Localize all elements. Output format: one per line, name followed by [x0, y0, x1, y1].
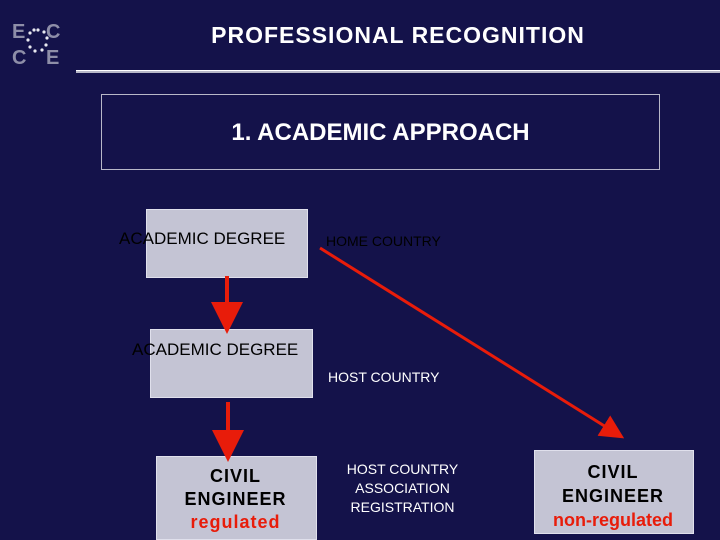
civil-left-text: CIVIL ENGINEER regulated — [156, 465, 315, 534]
page-title: PROFESSIONAL RECOGNITION — [211, 22, 585, 48]
association-line2: ASSOCIATION — [355, 480, 450, 496]
approach-title: 1. ACADEMIC APPROACH — [231, 119, 530, 146]
civil-left-status: regulated — [190, 512, 281, 532]
association-text: HOST COUNTRY ASSOCIATION REGISTRATION — [320, 460, 485, 517]
logo-icon: E C C E — [10, 18, 66, 66]
home-country-label: HOME COUNTRY — [326, 233, 441, 249]
arrow-home-to-nonregulated — [319, 246, 625, 439]
civil-right-text: CIVIL ENGINEER non-regulated — [534, 460, 692, 532]
home-degree-label: ACADEMIC DEGREE — [119, 229, 286, 248]
host-degree-box — [150, 329, 313, 398]
svg-text:C: C — [46, 21, 60, 43]
association-line1: HOST COUNTRY — [346, 461, 459, 477]
civil-right-line1: CIVIL — [587, 462, 639, 482]
svg-text:E: E — [12, 21, 25, 43]
civil-left-line2: ENGINEER — [184, 489, 287, 509]
civil-engineer-regulated-box — [156, 456, 317, 540]
approach-box: 1. ACADEMIC APPROACH — [101, 94, 660, 170]
svg-text:E: E — [46, 47, 59, 66]
civil-right-status: non-regulated — [553, 510, 673, 530]
civil-engineer-nonregulated-box — [534, 450, 694, 534]
title-divider — [76, 71, 720, 73]
svg-text:C: C — [12, 47, 26, 66]
title-bar: PROFESSIONAL RECOGNITION — [76, 0, 720, 70]
host-country-label: HOST COUNTRY — [328, 369, 440, 385]
civil-left-line1: CIVIL — [209, 466, 261, 486]
left-sidebar: E C C E — [0, 0, 76, 540]
home-degree-box — [146, 209, 308, 278]
civil-right-line2: ENGINEER — [561, 486, 665, 506]
association-line3: REGISTRATION — [350, 499, 455, 515]
host-degree-label: ACADEMIC DEGREE — [132, 340, 299, 359]
